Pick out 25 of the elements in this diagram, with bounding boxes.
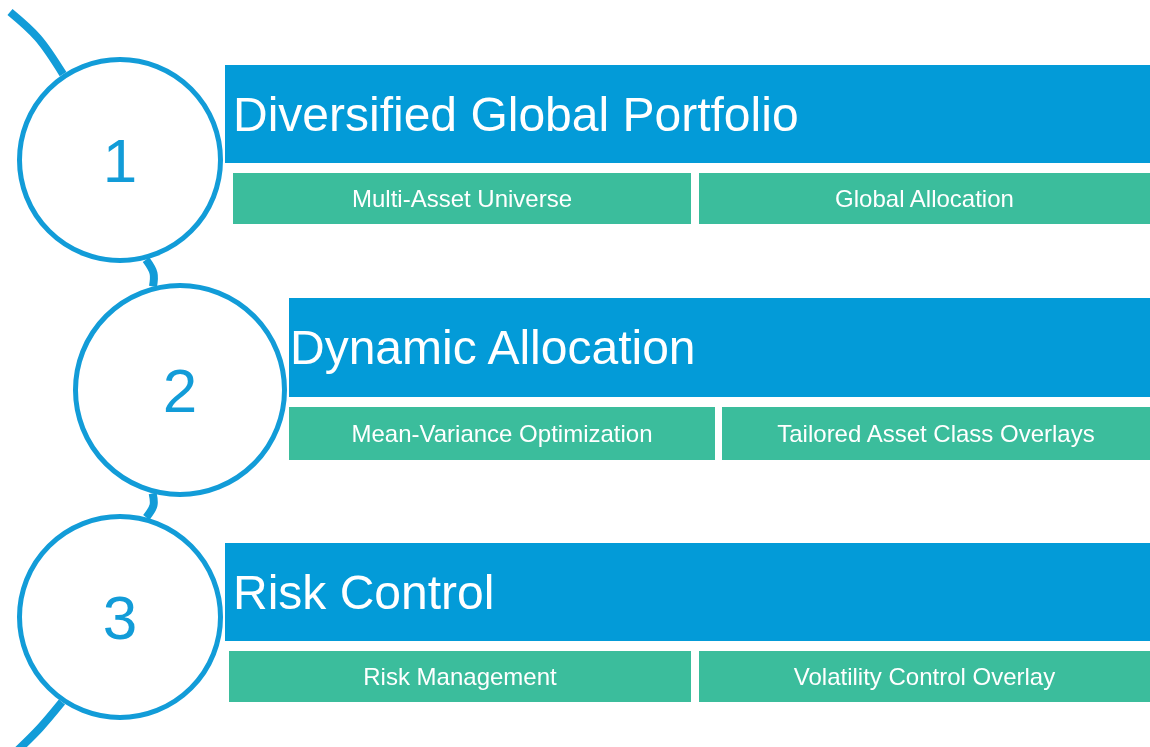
timeline-connector <box>15 699 66 747</box>
feature-label: Global Allocation <box>835 184 1014 213</box>
step-title: Dynamic Allocation <box>290 320 696 375</box>
step-number: 3 <box>102 581 138 653</box>
feature-label: Multi-Asset Universe <box>351 184 573 213</box>
feature-tag <box>699 651 1150 702</box>
step-title-banner <box>225 543 1150 641</box>
timeline-connector <box>142 257 158 287</box>
step-number: 2 <box>162 354 198 426</box>
timeline-connector <box>7 8 67 77</box>
step-title: Diversified Global Portfolio <box>233 86 799 142</box>
feature-tag <box>722 407 1150 460</box>
step-title-banner <box>225 65 1150 163</box>
feature-label: Mean-Variance Optimization <box>351 419 653 448</box>
feature-label: Volatility Control Overlay <box>793 662 1056 691</box>
step-title-banner <box>289 298 1150 397</box>
feature-tag <box>289 407 715 460</box>
feature-tag <box>229 651 691 702</box>
feature-tag <box>233 173 691 224</box>
step-title: Risk Control <box>233 564 495 620</box>
timeline-connector <box>143 492 158 520</box>
feature-tag <box>699 173 1150 224</box>
feature-label: Risk Management <box>363 662 557 691</box>
step-number: 1 <box>102 124 138 196</box>
feature-label: Tailored Asset Class Overlays <box>777 419 1095 448</box>
